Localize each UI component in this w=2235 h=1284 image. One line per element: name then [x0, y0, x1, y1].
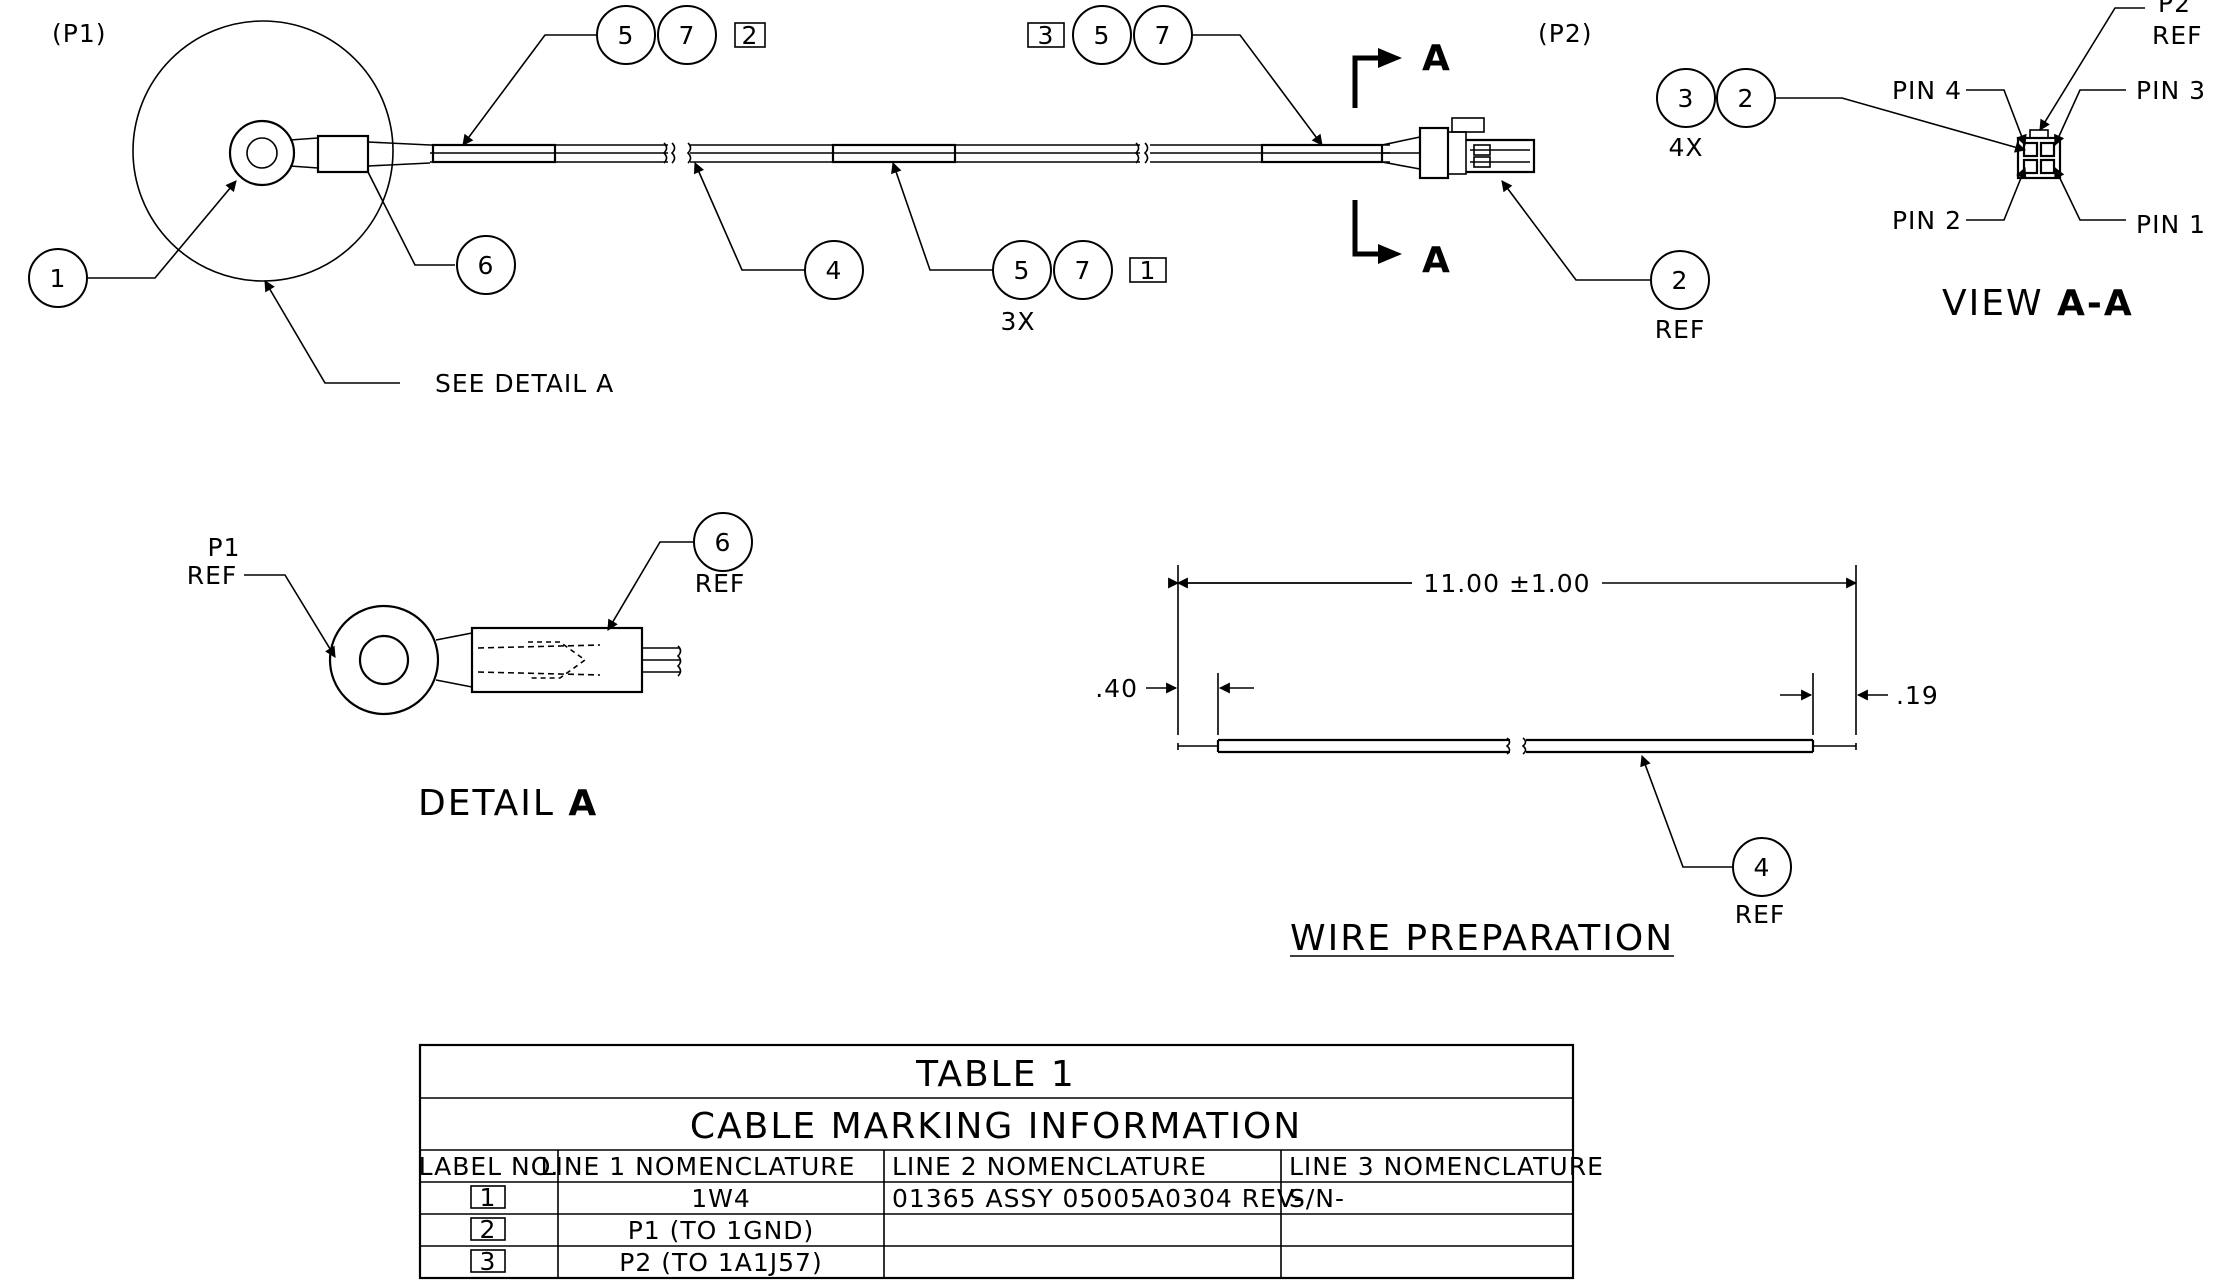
p1-label: (P1): [52, 19, 107, 48]
section-letter-bottom: A: [1422, 240, 1452, 281]
p2-ref-line2: REF: [2152, 21, 2203, 50]
balloon-5: 5: [596, 5, 656, 65]
dim-strip-right: .19: [1896, 681, 1939, 710]
svg-text:3: 3: [1038, 21, 1055, 50]
pin-1-label: PIN 1: [2136, 210, 2206, 239]
balloon-5: 5: [992, 240, 1052, 300]
balloon-7: 7: [657, 5, 717, 65]
svg-text:6: 6: [478, 251, 495, 280]
svg-text:S/N-: S/N-: [1289, 1184, 1345, 1213]
svg-text:1: 1: [1140, 256, 1157, 285]
flag-note-1: 1: [1129, 256, 1167, 285]
balloon-2-ref: 2 REF: [1650, 250, 1710, 344]
svg-text:4: 4: [826, 256, 843, 285]
p2-connector: [1418, 117, 1536, 180]
detail-ring-terminal: [328, 604, 473, 716]
balloon-1: 1: [28, 248, 88, 308]
detail-a: P1 REF 6 REF DETAIL A: [187, 512, 753, 824]
balloon-7: 7: [1133, 5, 1193, 65]
table-row-1: 1 1W4 01365 ASSY 05005A0304 REV- S/N-: [470, 1183, 1345, 1213]
svg-text:2: 2: [742, 21, 759, 50]
p1-ref-line1: P1: [208, 533, 241, 562]
balloon-2: 2: [1716, 68, 1776, 128]
cable-segment-3: [1150, 136, 1421, 170]
table-header-line3: LINE 3 NOMENCLATURE: [1289, 1152, 1604, 1181]
balloon-3: 3: [1656, 68, 1716, 128]
svg-text:2: 2: [1738, 84, 1755, 113]
svg-text:4: 4: [1754, 853, 1771, 882]
wire-preparation: 11.00 ±1.00 .40 .19 4 REF WIRE PREPARATI…: [1095, 565, 1939, 959]
table-header-label-no: LABEL NO.: [419, 1152, 560, 1181]
section-marker-bottom: A: [1352, 200, 1452, 281]
view-a-a-title: VIEW A-A: [1942, 283, 2134, 324]
cable-segment-1: [430, 142, 676, 164]
pin-3-label: PIN 3: [2136, 76, 2206, 105]
svg-text:7: 7: [1075, 256, 1092, 285]
svg-text:P1 (TO 1GND): P1 (TO 1GND): [628, 1216, 815, 1245]
table-header-line2: LINE 2 NOMENCLATURE: [892, 1152, 1207, 1181]
balloon-6-ref: 6 REF: [693, 512, 753, 598]
cable-segment-2: [686, 142, 1149, 164]
svg-text:3: 3: [480, 1247, 497, 1276]
table-row-2: 2 P1 (TO 1GND): [470, 1215, 815, 1245]
leaders-main: [88, 34, 1652, 384]
balloon-6: 6: [456, 235, 516, 295]
svg-text:7: 7: [1155, 21, 1172, 50]
svg-text:5: 5: [1014, 256, 1031, 285]
qty-3x: 3X: [1000, 307, 1035, 336]
balloon-group-top-left: 5 7 2: [596, 5, 766, 65]
balloon-group-top-right: 3 5 7: [1027, 5, 1193, 65]
table-title: TABLE 1: [915, 1054, 1076, 1095]
svg-text:5: 5: [618, 21, 635, 50]
qty-4x: 4X: [1668, 133, 1703, 162]
table-header-line1: LINE 1 NOMENCLATURE: [541, 1152, 856, 1181]
svg-text:REF: REF: [1735, 900, 1786, 929]
detail-crimp-sleeve: [470, 626, 682, 694]
ring-terminal: [228, 119, 431, 187]
main-cable-view: (P1) (P2): [28, 5, 1710, 398]
svg-text:REF: REF: [695, 569, 746, 598]
dim-overall: 11.00 ±1.00: [1423, 569, 1590, 598]
balloon-7: 7: [1053, 240, 1113, 300]
svg-text:1: 1: [480, 1183, 497, 1212]
wire-prep-title: WIRE PREPARATION: [1290, 918, 1674, 959]
pin-2-label: PIN 2: [1892, 206, 1962, 235]
p1-ref-line2: REF: [187, 561, 238, 590]
view-a-a: 3 2 4X P2 REF PIN 4 PIN 3 PIN 2 PIN 1 VI…: [1656, 0, 2206, 324]
pin-4-label: PIN 4: [1892, 76, 1962, 105]
section-marker-top: A: [1352, 38, 1452, 108]
balloon-4-ref: 4 REF: [1732, 837, 1792, 929]
balloon-group-middle: 5 7 1 3X: [992, 240, 1167, 336]
cable-marking-table: TABLE 1 CABLE MARKING INFORMATION LABEL …: [419, 1043, 1604, 1280]
svg-text:2: 2: [480, 1215, 497, 1244]
table-subtitle: CABLE MARKING INFORMATION: [690, 1106, 1302, 1147]
table-row-3: 3 P2 (TO 1A1J57): [470, 1247, 822, 1277]
flag-note-2: 2: [734, 21, 766, 50]
svg-text:7: 7: [679, 21, 696, 50]
svg-text:01365 ASSY 05005A0304 REV-: 01365 ASSY 05005A0304 REV-: [892, 1184, 1304, 1213]
svg-text:3: 3: [1678, 84, 1695, 113]
svg-text:6: 6: [715, 528, 732, 557]
balloon-4: 4: [804, 240, 864, 300]
p2-ref-line1: P2: [2158, 0, 2191, 18]
p2-label: (P2): [1538, 19, 1593, 48]
svg-text:1W4: 1W4: [691, 1184, 751, 1213]
balloon-5: 5: [1072, 5, 1132, 65]
see-detail-a-note: SEE DETAIL A: [435, 369, 614, 398]
prepared-wire: [1177, 737, 1857, 755]
svg-text:1: 1: [50, 264, 67, 293]
detail-a-title: DETAIL A: [418, 783, 598, 824]
svg-text:P2 (TO 1A1J57): P2 (TO 1A1J57): [619, 1248, 822, 1277]
dim-strip-left: .40: [1095, 674, 1138, 703]
svg-text:5: 5: [1094, 21, 1111, 50]
svg-text:2: 2: [1672, 266, 1689, 295]
section-letter-top: A: [1422, 38, 1452, 79]
detail-a-circle: [132, 20, 394, 282]
flag-note-3: 3: [1027, 21, 1065, 50]
svg-text:REF: REF: [1655, 315, 1706, 344]
